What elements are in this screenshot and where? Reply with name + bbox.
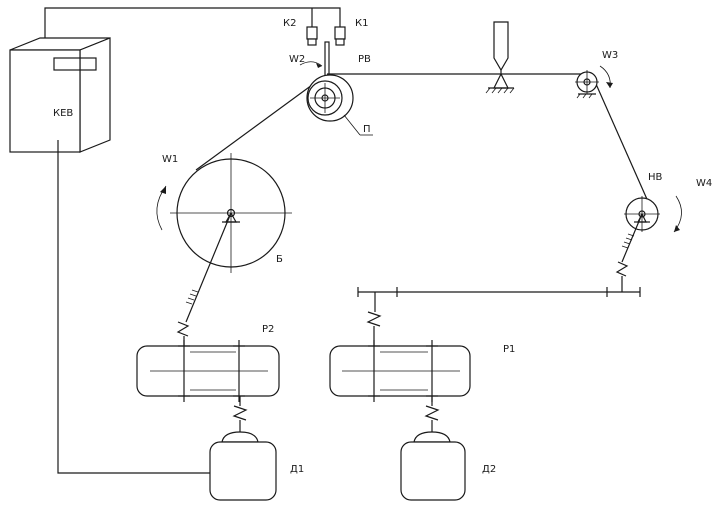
coupling-r1-d2 <box>424 405 440 421</box>
roller-rv-label: РВ <box>358 54 371 65</box>
roller-rv: РВ <box>306 54 371 122</box>
coupling-drum <box>176 321 190 337</box>
roller-nv: НВ <box>624 172 663 232</box>
shaft-drum <box>185 212 232 323</box>
sensor-k1-label: К1 <box>355 18 368 29</box>
gearbox-r2-label: Р2 <box>262 324 274 335</box>
coupling-nv <box>615 261 629 277</box>
gearbox-r1-label: Р1 <box>503 344 515 355</box>
sensor-k2-label: К2 <box>283 18 296 29</box>
part-p-label: П <box>363 124 371 135</box>
motor-d1-label: Д1 <box>290 464 304 475</box>
drum-b-label: Б <box>276 254 283 265</box>
wire-controller-to-sensors <box>44 7 341 38</box>
sensor-k1: К1 <box>334 18 368 46</box>
motor-d2-label: Д2 <box>482 464 496 475</box>
shaft-nv <box>621 213 643 263</box>
motor-d2: Д2 <box>400 431 496 501</box>
web-guide-support <box>485 21 515 94</box>
roller-nv-label: НВ <box>648 172 663 183</box>
w4-arrow <box>673 195 682 233</box>
nv-shaft-hatching <box>621 233 635 249</box>
w2-arrow <box>299 61 323 67</box>
motor-d1: Д1 <box>209 431 304 501</box>
guide-roller-w3 <box>575 70 599 99</box>
wire-controller-to-motor-d1 <box>57 140 210 474</box>
gearbox-r2: Р2 <box>136 324 280 402</box>
w4-label: W4 <box>696 178 712 189</box>
part-p-leader <box>343 114 361 136</box>
coupling-r1 <box>366 311 382 327</box>
w2-label: W2 <box>289 54 305 65</box>
controller-label: КЕВ <box>53 108 73 119</box>
w1-label: W1 <box>162 154 178 165</box>
web-drum-to-rv <box>195 84 313 171</box>
gearbox-r1: Р1 <box>329 340 515 402</box>
controller-display <box>53 57 97 71</box>
drum-shaft-hatching <box>185 289 199 305</box>
w3-label: W3 <box>602 50 618 61</box>
web-guide-to-nv <box>595 83 651 207</box>
coupling-r2-d1 <box>232 405 248 421</box>
controller-keb: КЕВ <box>9 37 111 153</box>
sensor-k2: К2 <box>283 18 318 46</box>
